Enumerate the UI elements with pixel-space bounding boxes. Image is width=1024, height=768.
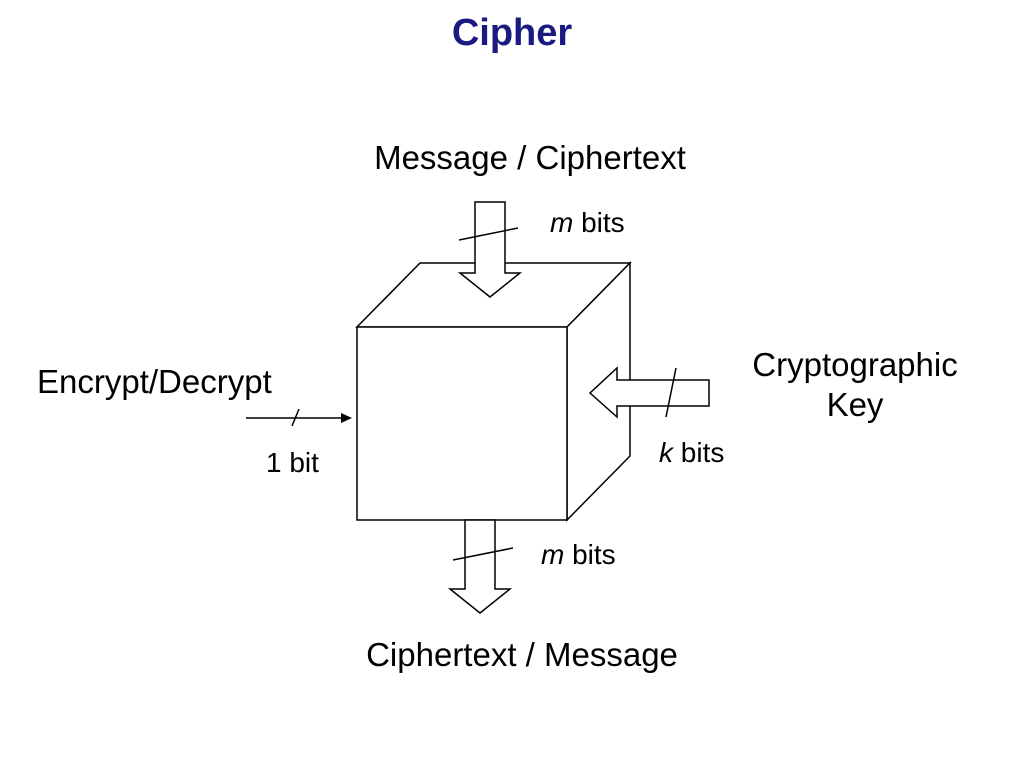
right-label: Cryptographic Key xyxy=(720,345,990,424)
right-width-label: k bits xyxy=(659,439,724,467)
right-label-line1: Cryptographic xyxy=(752,346,958,383)
right-width-var: k xyxy=(659,437,673,468)
message-input-arrow xyxy=(457,201,523,298)
ciphertext-output-arrow xyxy=(447,519,513,614)
bottom-width-unit: bits xyxy=(572,539,616,570)
top-label: Message / Ciphertext xyxy=(374,139,686,176)
key-input-arrow xyxy=(588,366,710,419)
key-bus-slash xyxy=(665,367,677,418)
right-label-line2: Key xyxy=(826,385,884,423)
bottom-label: Ciphertext / Message xyxy=(366,636,678,673)
left-label: Encrypt/Decrypt xyxy=(37,363,272,400)
cube-front-face xyxy=(356,326,568,521)
top-width-unit: bits xyxy=(581,207,625,238)
bottom-width-label: m bits xyxy=(541,541,616,569)
bottom-width-var: m xyxy=(541,539,565,570)
top-bus-slash xyxy=(458,227,519,241)
page-title: Cipher xyxy=(451,12,573,54)
mode-input-arrowhead xyxy=(341,413,352,423)
top-width-var: m xyxy=(550,207,574,238)
right-width-unit: bits xyxy=(680,437,725,468)
left-width-label: 1 bit xyxy=(266,447,319,478)
top-width-label: m bits xyxy=(550,209,625,237)
bottom-bus-slash xyxy=(452,547,514,561)
